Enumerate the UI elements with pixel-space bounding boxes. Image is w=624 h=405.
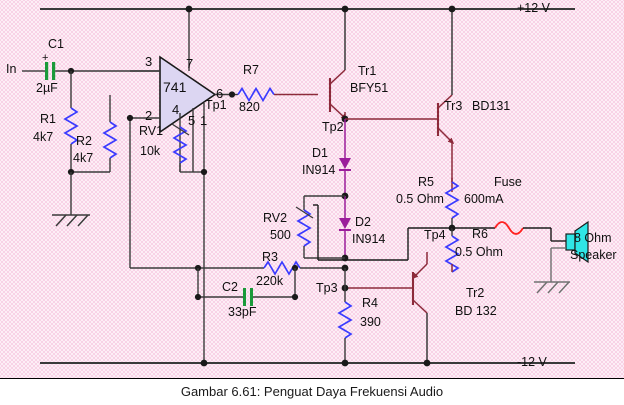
ground-input bbox=[52, 172, 90, 227]
node-tr2-gnd bbox=[423, 359, 431, 367]
label-r1-value: 4k7 bbox=[33, 130, 54, 144]
label-tp3: Tp3 bbox=[316, 281, 338, 295]
label-r6-value: 0.5 Ohm bbox=[455, 245, 503, 259]
label-r4-ref: R4 bbox=[362, 296, 378, 310]
label-r7-ref: R7 bbox=[243, 63, 259, 77]
label-speaker-impedance: 8 Ohm bbox=[574, 231, 612, 245]
label-fuse-value: 600mA bbox=[464, 192, 504, 206]
node-c2-right bbox=[291, 293, 299, 301]
label-r1-ref: R1 bbox=[40, 112, 56, 126]
label-d1-ref: D1 bbox=[312, 146, 328, 160]
resistor-r7 bbox=[232, 86, 318, 103]
label-tr2-value: BD 132 bbox=[455, 304, 497, 318]
node-c2-left bbox=[194, 293, 202, 301]
label-pin-2: 2 bbox=[145, 108, 153, 123]
label-rail-negative: -12 V bbox=[517, 355, 547, 369]
label-pin-6: 6 bbox=[216, 86, 224, 101]
label-r7-value: 820 bbox=[239, 100, 260, 114]
label-fuse-ref: Fuse bbox=[494, 175, 522, 189]
label-r6-ref: R6 bbox=[472, 227, 488, 241]
figure-caption: Gambar 6.61: Penguat Daya Frekuensi Audi… bbox=[0, 379, 624, 405]
label-tp2: Tp2 bbox=[322, 120, 344, 134]
label-d1-value: IN914 bbox=[302, 163, 336, 177]
label-r2-ref: R2 bbox=[76, 134, 92, 148]
diode-d2 bbox=[339, 196, 351, 258]
label-tr1-ref: Tr1 bbox=[358, 64, 377, 78]
label-pin-4: 4 bbox=[172, 102, 180, 117]
label-tr3-ref: Tr3 bbox=[444, 99, 463, 113]
label-r2-value: 4k7 bbox=[73, 151, 94, 165]
label-r5-ref: R5 bbox=[418, 175, 434, 189]
speaker-8ohm bbox=[534, 220, 589, 294]
label-rv2-ref: RV2 bbox=[263, 211, 288, 225]
label-tp4: Tp4 bbox=[424, 228, 446, 242]
label-opamp-plus bbox=[199, 93, 202, 104]
label-tr3-value: BD131 bbox=[472, 99, 511, 113]
label-pin-1: 1 bbox=[200, 113, 208, 128]
label-pin-7: 7 bbox=[186, 56, 194, 71]
fuse-600ma bbox=[452, 221, 552, 241]
label-tr1-value: BFY51 bbox=[350, 81, 389, 95]
transistor-tr3 bbox=[436, 9, 455, 192]
label-input: In bbox=[6, 62, 17, 76]
label-r3-value: 220k bbox=[256, 274, 284, 288]
potentiometer-rv1 bbox=[171, 123, 193, 173]
node-rv1-pin1 bbox=[200, 168, 208, 176]
transistor-tr1 bbox=[328, 9, 348, 121]
node-rail-tr3 bbox=[448, 5, 456, 13]
label-ic1-ref: 741 bbox=[163, 79, 187, 95]
label-tp1: Tp1 bbox=[205, 98, 227, 112]
node-inverting-input bbox=[126, 114, 134, 122]
capacitor-c1 bbox=[38, 62, 98, 80]
capacitor-c2 bbox=[197, 268, 296, 306]
label-c1-value: 2µF bbox=[36, 81, 58, 95]
circuit-schematic-svg bbox=[22, 5, 589, 367]
node-r4-gnd bbox=[341, 359, 349, 367]
resistor-r2 bbox=[71, 100, 118, 173]
label-c1-ref: C1 bbox=[48, 37, 64, 51]
resistor-r6 bbox=[444, 228, 460, 273]
node-tp1 bbox=[228, 91, 236, 98]
resistor-r4 bbox=[337, 288, 353, 363]
resistor-r3 bbox=[130, 260, 345, 276]
label-d2-ref: D2 bbox=[355, 215, 371, 229]
label-r5-value: 0.5 Ohm bbox=[396, 192, 444, 206]
label-r3-ref: R3 bbox=[262, 250, 278, 264]
node-rail-tr1 bbox=[341, 5, 349, 13]
label-r4-value: 390 bbox=[360, 315, 381, 329]
label-c1-polarity: + bbox=[42, 52, 49, 64]
label-c2-value: 33pF bbox=[228, 305, 257, 319]
node-pin1-neg-rail bbox=[200, 359, 208, 367]
label-pin-3: 3 bbox=[145, 54, 153, 69]
label-rail-positive: +12 V bbox=[517, 1, 551, 15]
label-tr2-ref: Tr2 bbox=[466, 286, 485, 300]
schematic-canvas: +12 V -12 V In + C1 2µF R1 4k7 R2 4k7 3 … bbox=[0, 0, 624, 379]
label-pin-5: 5 bbox=[188, 113, 196, 128]
node-pin7-pos-rail bbox=[185, 5, 193, 13]
potentiometer-rv2 bbox=[295, 195, 345, 259]
transistor-tr2 bbox=[411, 252, 428, 363]
diode-d1 bbox=[339, 119, 351, 196]
resistor-r1 bbox=[63, 71, 79, 155]
label-speaker-name: Speaker bbox=[570, 248, 617, 262]
label-rv1-value: 10k bbox=[140, 144, 161, 158]
label-rv2-value: 500 bbox=[270, 228, 291, 242]
label-d2-value: IN914 bbox=[352, 232, 386, 246]
label-c2-ref: C2 bbox=[222, 280, 238, 294]
label-rv1-ref: RV1 bbox=[139, 124, 164, 138]
